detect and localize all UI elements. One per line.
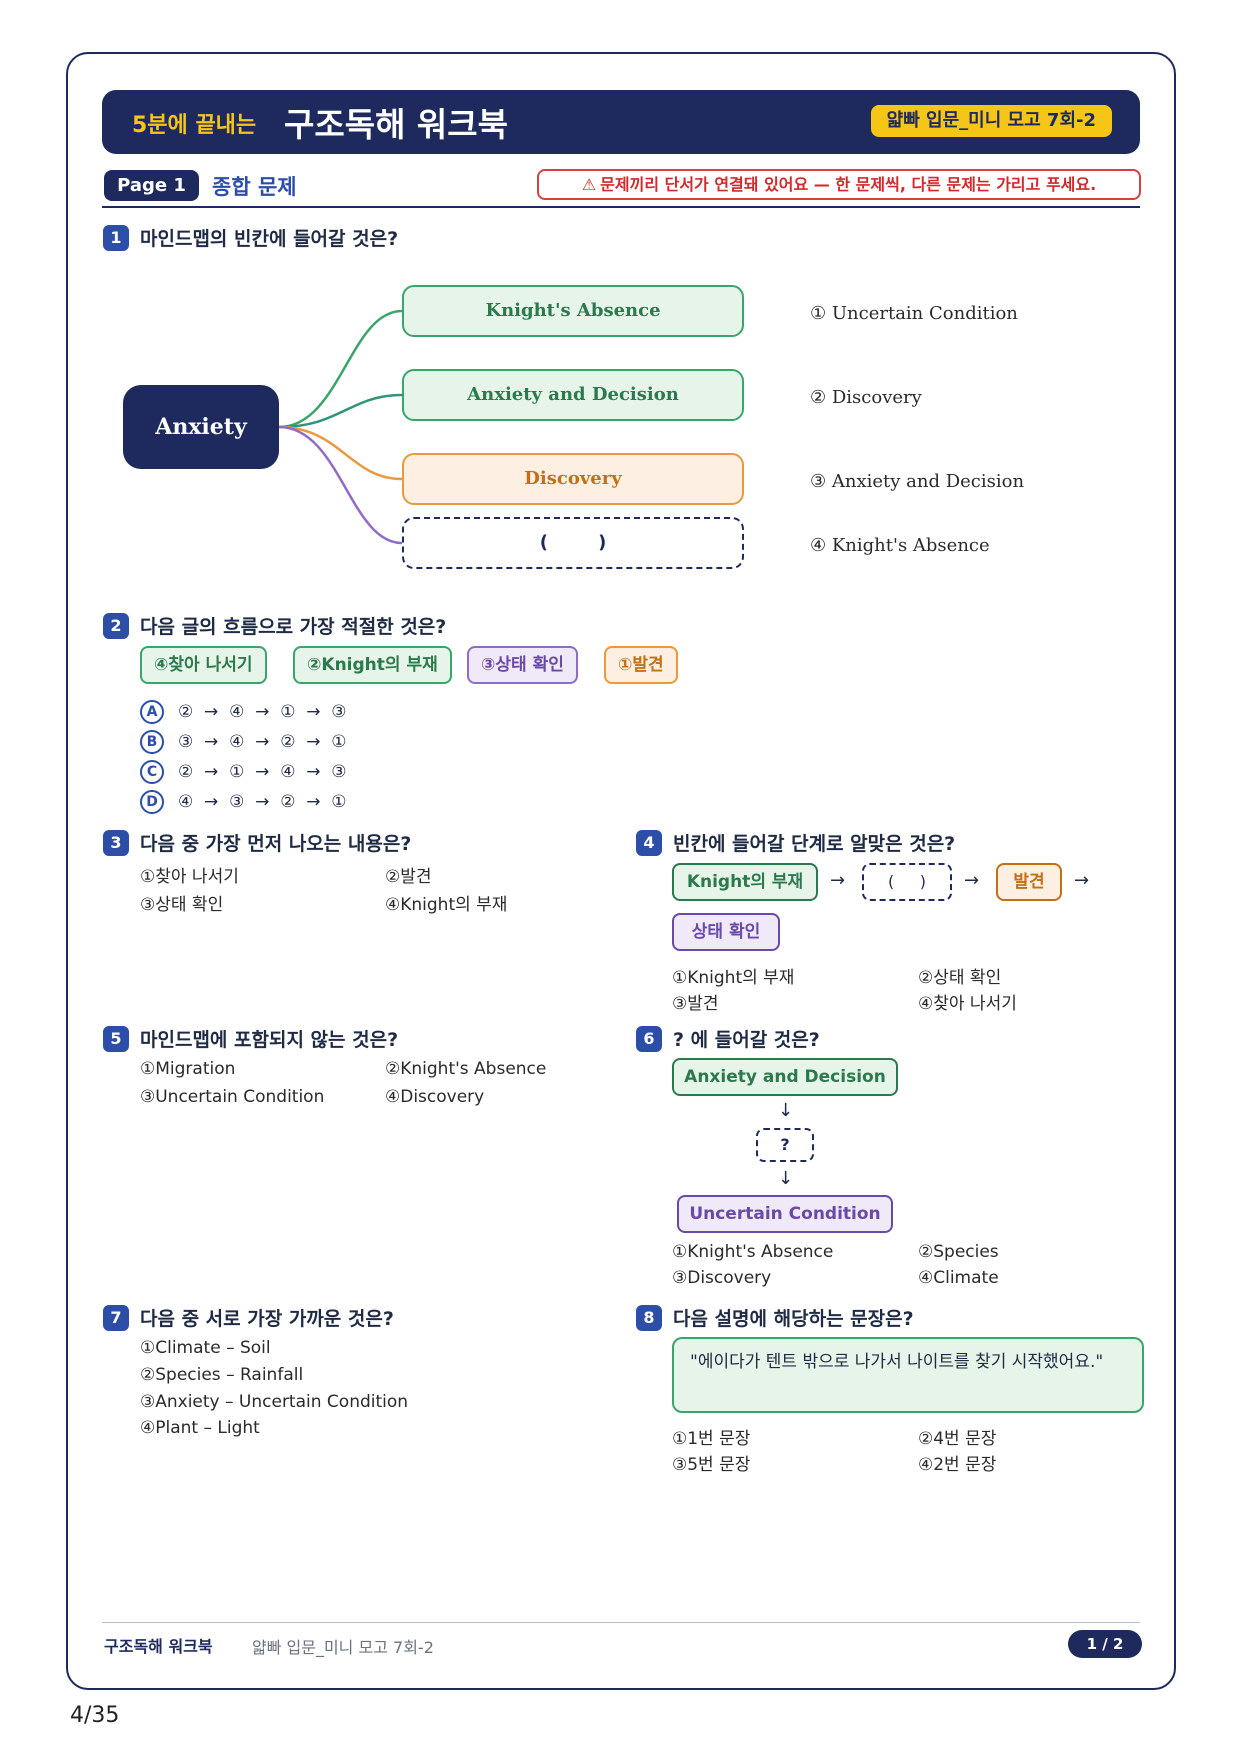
mindmap-node-blank[interactable]: ( ) (402, 517, 744, 569)
q8-option-2[interactable]: ②4번 문장 (918, 1429, 997, 1449)
question-text-8: 다음 설명에 해당하는 문장은? (673, 1308, 914, 1330)
connector-knights-absence (278, 309, 403, 429)
document-page-number: 4/35 (70, 1703, 120, 1728)
q4-option-4[interactable]: ④찾아 나서기 (918, 994, 1017, 1014)
q2-chip-discovery: ①발견 (604, 646, 678, 684)
q6-arrow-1: ↓ (778, 1100, 794, 1121)
q5-option-1[interactable]: ①Migration (140, 1059, 236, 1079)
q7-option-4[interactable]: ④Plant – Light (140, 1418, 260, 1438)
choice-seq-c: ② → ① → ④ → ③ (178, 762, 347, 782)
mindmap-connectors (278, 309, 403, 545)
question-number-6: 6 (636, 1026, 662, 1052)
q6-node-top: Anxiety and Decision (672, 1058, 898, 1096)
q4-step-blank[interactable]: ( ) (862, 863, 952, 901)
q4-arrow-2: → (964, 870, 980, 891)
q4-step-check: 상태 확인 (672, 913, 780, 951)
mindmap-root: Anxiety (123, 385, 279, 469)
q5-option-4[interactable]: ④Discovery (385, 1087, 485, 1107)
q6-node-bottom: Uncertain Condition (677, 1195, 893, 1233)
q8-option-3[interactable]: ③5번 문장 (672, 1455, 751, 1475)
q8-option-4[interactable]: ④2번 문장 (918, 1455, 997, 1475)
warning-banner: ⚠문제끼리 단서가 연결돼 있어요 — 한 문제씩, 다른 문제는 가리고 푸세… (537, 169, 1141, 200)
q2-choice-a[interactable]: A ② → ④ → ① → ③ (140, 700, 347, 724)
header-divider (102, 206, 1140, 208)
q2-chip-find: ④찾아 나서기 (140, 646, 267, 684)
question-text-7: 다음 중 서로 가장 가까운 것은? (140, 1308, 394, 1330)
q6-option-3[interactable]: ③Discovery (672, 1268, 772, 1288)
mindmap-node-anxiety-decision: Anxiety and Decision (402, 369, 744, 421)
q8-quote-box: "에이다가 텐트 밖으로 나가서 나이트를 찾기 시작했어요." (672, 1337, 1144, 1413)
q5-option-2[interactable]: ②Knight's Absence (385, 1059, 547, 1079)
header-title: 구조독해 워크북 (284, 105, 509, 144)
question-text-4: 빈칸에 들어갈 단계로 알맞은 것은? (673, 833, 956, 855)
question-text-1: 마인드맵의 빈칸에 들어갈 것은? (140, 228, 399, 250)
q6-arrow-2: ↓ (778, 1168, 794, 1189)
q4-option-2[interactable]: ②상태 확인 (918, 968, 1002, 988)
q8-option-1[interactable]: ①1번 문장 (672, 1429, 751, 1449)
q7-option-1[interactable]: ①Climate – Soil (140, 1338, 271, 1358)
page-label: Page 1 (104, 170, 199, 201)
q4-step-discovery: 발견 (996, 863, 1062, 901)
q4-step-absence: Knight의 부재 (672, 863, 818, 901)
q2-chip-check: ③상태 확인 (467, 646, 578, 684)
warning-icon: ⚠ (581, 175, 597, 194)
choice-seq-b: ③ → ④ → ② → ① (178, 732, 347, 752)
connector-blank (278, 425, 403, 545)
connector-anxiety-decision (278, 393, 403, 429)
connector-discovery (278, 425, 403, 481)
question-number-3: 3 (103, 830, 129, 856)
q7-option-3[interactable]: ③Anxiety – Uncertain Condition (140, 1392, 409, 1412)
footer-divider (102, 1622, 1140, 1623)
q2-chip-absence: ②Knight의 부재 (293, 646, 452, 684)
q3-option-1[interactable]: ①찾아 나서기 (140, 867, 239, 887)
choice-letter-d: D (140, 790, 164, 814)
footer-subtitle: 얇빠 입문_미니 모고 7회-2 (252, 1638, 434, 1657)
q3-option-3[interactable]: ③상태 확인 (140, 895, 224, 915)
choice-letter-c: C (140, 760, 164, 784)
q2-choice-d[interactable]: D ④ → ③ → ② → ① (140, 790, 347, 814)
q6-option-4[interactable]: ④Climate (918, 1268, 999, 1288)
warning-text: 문제끼리 단서가 연결돼 있어요 — 한 문제씩, 다른 문제는 가리고 푸세요… (600, 175, 1097, 194)
q2-choice-c[interactable]: C ② → ① → ④ → ③ (140, 760, 347, 784)
q4-arrow-1: → (830, 870, 846, 891)
q7-option-2[interactable]: ②Species – Rainfall (140, 1365, 304, 1385)
q4-option-3[interactable]: ③발견 (672, 994, 719, 1014)
question-number-2: 2 (103, 613, 129, 639)
q3-option-2[interactable]: ②발견 (385, 867, 432, 887)
question-number-1: 1 (103, 225, 129, 251)
question-text-6: ? 에 들어갈 것은? (673, 1029, 820, 1051)
q4-option-1[interactable]: ①Knight의 부재 (672, 968, 795, 988)
q5-option-3[interactable]: ③Uncertain Condition (140, 1087, 325, 1107)
q1-option-2[interactable]: ② Discovery (810, 387, 922, 408)
q1-option-3[interactable]: ③ Anxiety and Decision (810, 471, 1025, 492)
q1-option-1[interactable]: ① Uncertain Condition (810, 303, 1018, 324)
question-text-3: 다음 중 가장 먼저 나오는 내용은? (140, 833, 412, 855)
footer-title: 구조독해 워크북 (104, 1637, 213, 1656)
section-title: 종합 문제 (212, 175, 297, 199)
question-number-7: 7 (103, 1305, 129, 1331)
mindmap-node-discovery: Discovery (402, 453, 744, 505)
header-subtitle: 5분에 끝내는 (132, 113, 257, 138)
q3-option-4[interactable]: ④Knight의 부재 (385, 895, 508, 915)
footer-page-indicator: 1 / 2 (1068, 1630, 1142, 1658)
choice-seq-d: ④ → ③ → ② → ① (178, 792, 347, 812)
header-badge: 얇빠 입문_미니 모고 7회-2 (870, 105, 1112, 137)
question-number-4: 4 (636, 830, 662, 856)
q2-choice-b[interactable]: B ③ → ④ → ② → ① (140, 730, 347, 754)
question-number-8: 8 (636, 1305, 662, 1331)
choice-letter-a: A (140, 700, 164, 724)
q1-option-4[interactable]: ④ Knight's Absence (810, 535, 990, 556)
choice-letter-b: B (140, 730, 164, 754)
worksheet-header: 5분에 끝내는 구조독해 워크북 얇빠 입문_미니 모고 7회-2 (102, 90, 1140, 154)
q6-option-2[interactable]: ②Species (918, 1242, 999, 1262)
question-number-5: 5 (103, 1026, 129, 1052)
q4-arrow-3: → (1074, 870, 1090, 891)
mindmap-node-knights-absence: Knight's Absence (402, 285, 744, 337)
question-text-5: 마인드맵에 포함되지 않는 것은? (140, 1029, 399, 1051)
q6-node-blank[interactable]: ? (756, 1128, 814, 1162)
page-frame (66, 52, 1176, 1690)
q6-option-1[interactable]: ①Knight's Absence (672, 1242, 834, 1262)
question-text-2: 다음 글의 흐름으로 가장 적절한 것은? (140, 616, 447, 638)
choice-seq-a: ② → ④ → ① → ③ (178, 702, 347, 722)
